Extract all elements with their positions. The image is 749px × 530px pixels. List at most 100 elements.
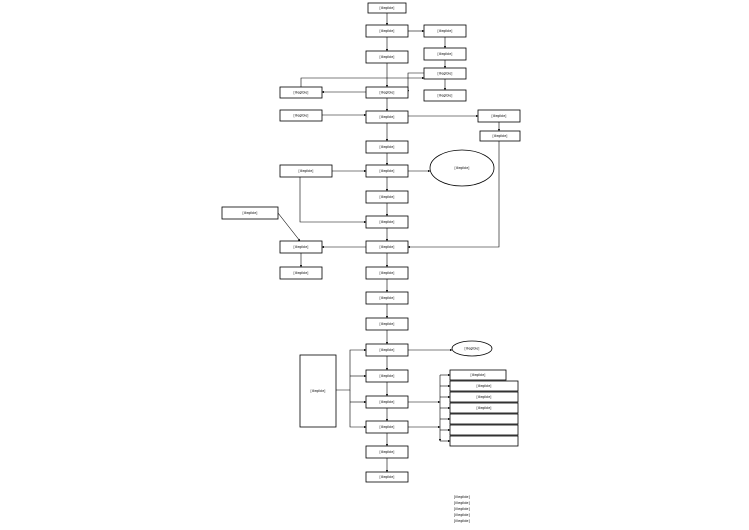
- node-shape: [429, 149, 495, 187]
- flow-node-n2: [illegible]: [365, 24, 409, 38]
- node-shape: [423, 89, 467, 102]
- node-label: [illegible]: [380, 296, 395, 300]
- notes-line-3: [illegible]: [454, 513, 470, 517]
- flow-node-n5: [illegible]: [365, 110, 409, 124]
- flow-node-n4: [illegible]: [365, 86, 409, 99]
- flow-node-n23: [illegible]: [423, 89, 467, 102]
- node-label: [illegible]: [294, 271, 309, 275]
- right-stack-box-1: [449, 413, 519, 425]
- right-stack-box-2: [449, 424, 519, 436]
- node-label: [illegible]: [380, 55, 395, 59]
- flow-node-n15: [illegible]: [365, 369, 409, 383]
- node-label: [illegible]: [492, 114, 507, 118]
- notes-line-2: [illegible]: [454, 507, 470, 511]
- flow-node-n8: [illegible]: [365, 190, 409, 204]
- node-label: [illegible]: [311, 389, 326, 393]
- flowchart-nodes: [illegible] [illegible] [illegible] [illegi…: [221, 2, 521, 483]
- node-shape: [365, 420, 409, 434]
- flow-node-n36: [illegible]: [449, 380, 519, 392]
- flow-node-n32: [illegible]: [429, 149, 495, 187]
- flow-node-n33: [illegible]: [299, 354, 337, 428]
- node-label: [illegible]: [380, 115, 395, 119]
- node-shape: [365, 140, 409, 154]
- flow-node-n1: [illegible]: [367, 2, 407, 14]
- node-shape: [365, 50, 409, 64]
- flow-node-n31: [illegible]: [279, 266, 323, 280]
- node-shape: [365, 164, 409, 178]
- node-label: [illegible]: [294, 114, 309, 118]
- node-shape: [365, 369, 409, 383]
- node-label: [illegible]: [380, 6, 395, 10]
- node-shape: [423, 67, 467, 80]
- node-label: [illegible]: [438, 29, 453, 33]
- node-shape: [365, 343, 409, 357]
- node-shape: [423, 24, 467, 38]
- flow-node-n9: [illegible]: [365, 215, 409, 229]
- flow-node-n38: [illegible]: [449, 402, 519, 414]
- flow-node-n29: [illegible]: [221, 206, 279, 220]
- node-shape: [365, 215, 409, 229]
- node-shape: [365, 190, 409, 204]
- node-shape: [479, 130, 521, 142]
- flow-node-n37: [illegible]: [449, 391, 519, 403]
- node-shape: [279, 164, 333, 178]
- node-shape: [365, 317, 409, 331]
- flow-node-n24: [illegible]: [279, 86, 323, 99]
- flow-node-n10: [illegible]: [365, 240, 409, 254]
- connector-33: [277, 212, 301, 242]
- node-label: [illegible]: [380, 245, 395, 249]
- node-shape: [279, 109, 323, 122]
- right-stack-box-3: [449, 435, 519, 447]
- node-shape: [299, 354, 337, 428]
- node-label: [illegible]: [380, 91, 395, 95]
- flow-node-n34: [illegible]: [451, 340, 493, 357]
- node-shape: [365, 291, 409, 305]
- node-label: [illegible]: [455, 166, 470, 170]
- node-label: [illegible]: [299, 169, 314, 173]
- node-shape: [367, 2, 407, 14]
- node-shape: [365, 86, 409, 99]
- flow-node-n6: [illegible]: [365, 140, 409, 154]
- flow-node-n21: [illegible]: [423, 47, 467, 61]
- node-label: [illegible]: [438, 72, 453, 76]
- notes-block: [illegible] [illegible] [illegible] [ill…: [454, 494, 564, 524]
- node-label: [illegible]: [471, 373, 486, 377]
- node-label: [illegible]: [380, 271, 395, 275]
- connector-37: [336, 348, 367, 391]
- node-shape: [449, 369, 507, 381]
- flow-node-n25: [illegible]: [279, 109, 323, 122]
- node-label: [illegible]: [294, 245, 309, 249]
- node-label: [illegible]: [380, 400, 395, 404]
- node-label: [illegible]: [438, 52, 453, 56]
- node-label: [illegible]: [380, 29, 395, 33]
- node-label: [illegible]: [477, 406, 492, 410]
- flow-node-n35: [illegible]: [449, 369, 507, 381]
- node-label: [illegible]: [243, 211, 258, 215]
- node-label: [illegible]: [380, 322, 395, 326]
- flow-node-n19: [illegible]: [365, 471, 409, 483]
- node-label: [illegible]: [380, 220, 395, 224]
- node-shape: [449, 380, 519, 392]
- flow-node-n20: [illegible]: [423, 24, 467, 38]
- node-label: [illegible]: [465, 347, 480, 351]
- flow-node-n18: [illegible]: [365, 445, 409, 459]
- connector-23: [406, 72, 424, 93]
- node-label: [illegible]: [438, 94, 453, 98]
- flow-node-n28: [illegible]: [279, 164, 333, 178]
- node-label: [illegible]: [380, 145, 395, 149]
- node-shape: [221, 206, 279, 220]
- connector-lines: [277, 13, 501, 473]
- flow-node-n17: [illegible]: [365, 420, 409, 434]
- flow-node-n13: [illegible]: [365, 317, 409, 331]
- node-shape: [477, 109, 521, 123]
- flow-node-n11: [illegible]: [365, 266, 409, 280]
- node-shape: [279, 266, 323, 280]
- flow-node-n3: [illegible]: [365, 50, 409, 64]
- node-label: [illegible]: [477, 384, 492, 388]
- node-label: [illegible]: [380, 425, 395, 429]
- node-label: [illegible]: [380, 348, 395, 352]
- flow-node-n14: [illegible]: [365, 343, 409, 357]
- notes-line-1: [illegible]: [454, 501, 470, 505]
- connector-38: [349, 390, 367, 429]
- flow-node-n22: [illegible]: [423, 67, 467, 80]
